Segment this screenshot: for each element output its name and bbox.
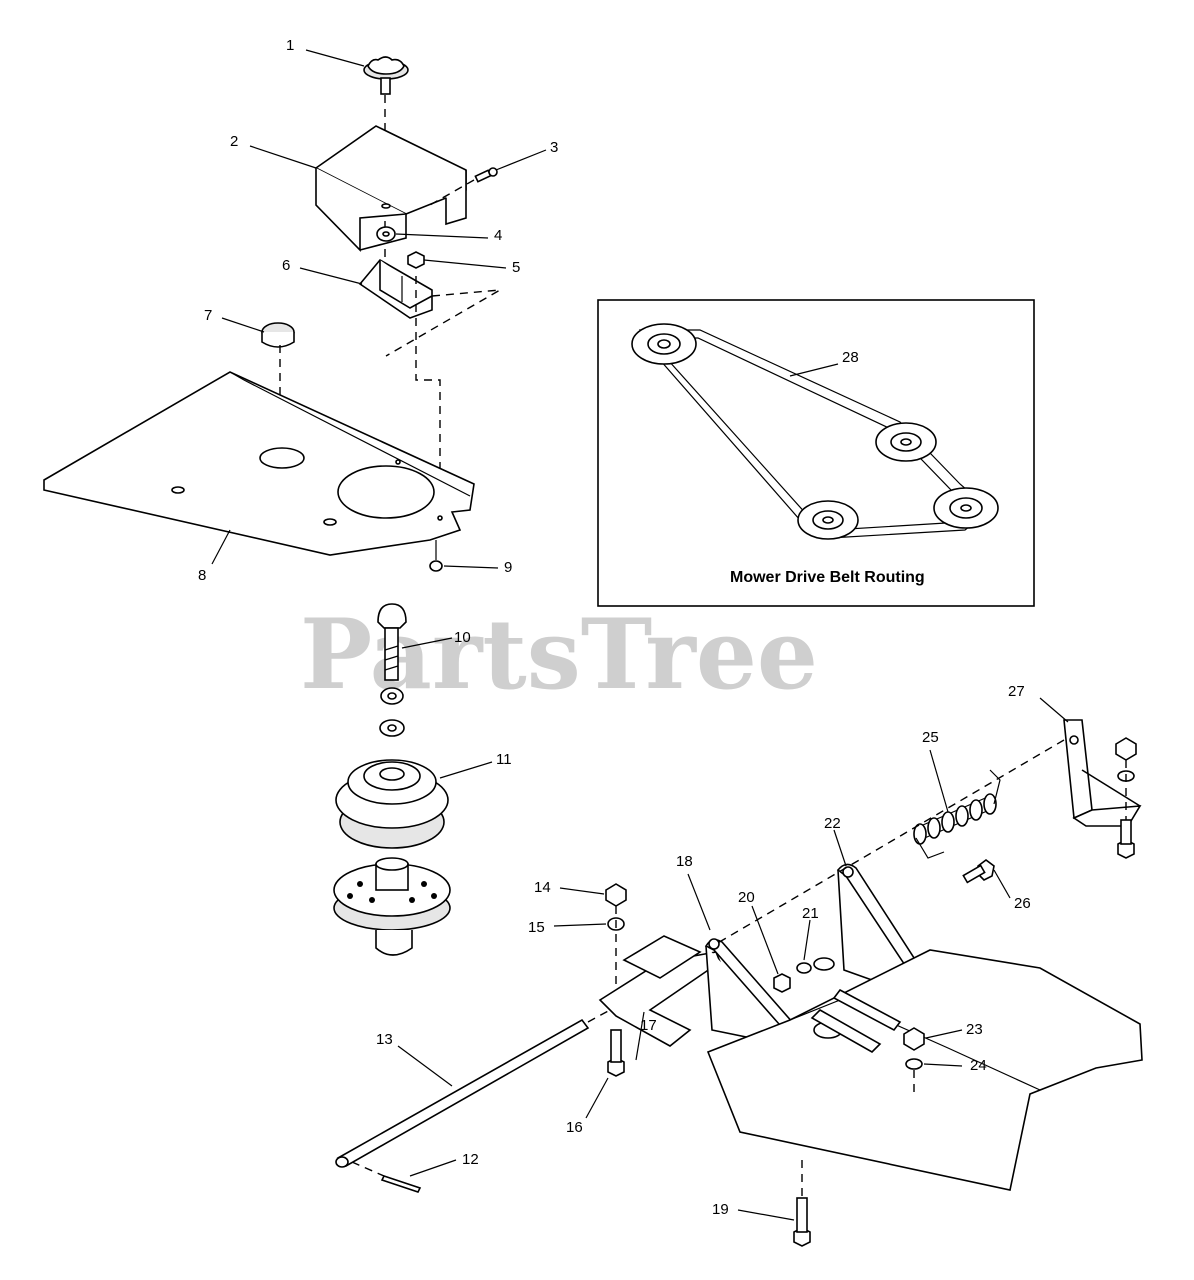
callout-22: 22 bbox=[824, 815, 841, 832]
part-23-nut bbox=[903, 1027, 925, 1051]
callout-2: 2 bbox=[230, 133, 238, 150]
callout-27: 27 bbox=[1008, 683, 1025, 700]
callout-16: 16 bbox=[566, 1119, 583, 1136]
part-20-nut bbox=[773, 973, 791, 993]
callout-labels: 1 2 3 4 5 6 7 8 9 10 11 12 13 14 15 16 1… bbox=[198, 37, 1031, 1218]
callout-8: 8 bbox=[198, 567, 206, 584]
part-13-rod bbox=[335, 1018, 590, 1168]
part-3-screw bbox=[474, 167, 498, 183]
part-19-bolt bbox=[793, 1197, 811, 1247]
part-4-washer bbox=[376, 226, 396, 242]
part-9-screw bbox=[429, 540, 443, 572]
callout-20: 20 bbox=[738, 889, 755, 906]
part-6-bracket bbox=[358, 258, 433, 319]
callout-24: 24 bbox=[970, 1057, 987, 1074]
pulley-bottom-left bbox=[797, 500, 859, 540]
callout-26: 26 bbox=[1014, 895, 1031, 912]
part-19-deck-shield bbox=[706, 949, 1143, 1191]
part-27-bracket bbox=[1063, 719, 1142, 859]
callout-9: 9 bbox=[504, 559, 512, 576]
watermark-text: PartsTree bbox=[300, 598, 818, 711]
part-25-spring bbox=[913, 769, 1001, 859]
pulley-top-left bbox=[631, 323, 697, 365]
callout-12: 12 bbox=[462, 1151, 479, 1168]
inset-caption: Mower Drive Belt Routing bbox=[730, 569, 925, 586]
part-10-bolt bbox=[377, 603, 407, 737]
part-5-nut bbox=[407, 251, 425, 269]
callout-10: 10 bbox=[454, 629, 471, 646]
part-7-plug bbox=[261, 322, 295, 348]
pulley-bottom-right bbox=[933, 487, 999, 529]
pulley-mid-right bbox=[875, 422, 937, 462]
part-8-deck-plate bbox=[43, 371, 475, 556]
callout-15: 15 bbox=[528, 919, 545, 936]
callout-5: 5 bbox=[512, 259, 520, 276]
part-18-arm bbox=[704, 938, 810, 1050]
leader-lines bbox=[211, 49, 1069, 1221]
callout-3: 3 bbox=[550, 139, 558, 156]
callout-14: 14 bbox=[534, 879, 551, 896]
belt-routing-inset: Mower Drive Belt Routing bbox=[597, 299, 1035, 607]
callout-25: 25 bbox=[922, 729, 939, 746]
part-12-cotter-pin bbox=[380, 1175, 422, 1193]
callout-11: 11 bbox=[496, 751, 512, 768]
callout-18: 18 bbox=[676, 853, 693, 870]
callout-23: 23 bbox=[966, 1021, 983, 1038]
callout-21: 21 bbox=[802, 905, 819, 922]
callout-17: 17 bbox=[640, 1017, 657, 1034]
callout-13: 13 bbox=[376, 1031, 393, 1048]
part-1-knob bbox=[363, 56, 409, 95]
part-16-bolt bbox=[607, 1029, 625, 1077]
part-21-washer bbox=[796, 962, 812, 974]
part-17-bracket bbox=[598, 935, 721, 1047]
part-11-pulley bbox=[333, 759, 451, 956]
part-24-washer bbox=[905, 1058, 923, 1070]
callout-1: 1 bbox=[286, 37, 294, 54]
callout-28: 28 bbox=[842, 349, 859, 366]
callout-19: 19 bbox=[712, 1201, 729, 1218]
callout-6: 6 bbox=[282, 257, 290, 274]
part-26-bolt bbox=[962, 859, 995, 884]
callout-4: 4 bbox=[494, 227, 502, 244]
callout-7: 7 bbox=[204, 307, 212, 324]
part-14-nut bbox=[605, 883, 627, 907]
